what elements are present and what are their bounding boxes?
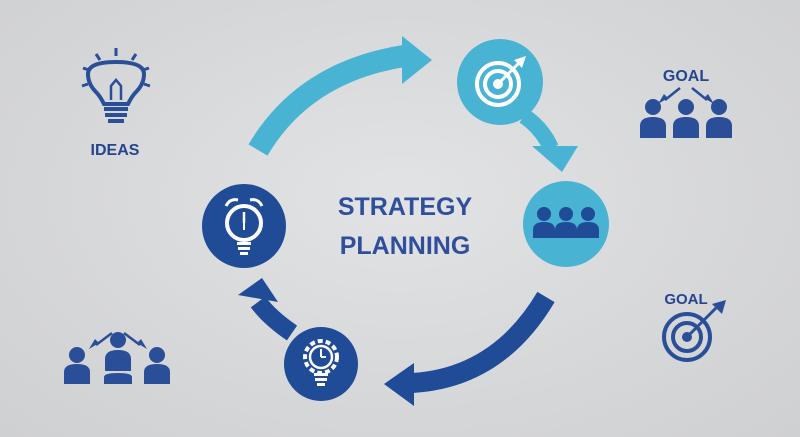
alarm-clock-bulb-icon: [224, 198, 264, 255]
side-goal-top: GOAL: [640, 68, 732, 138]
cycle-node-team: [523, 181, 609, 267]
target-arrow-icon: [662, 300, 726, 362]
side-team-bottom-left: [64, 332, 170, 384]
target-arrow-icon: [475, 56, 526, 107]
team-hierarchy-icon: [64, 332, 170, 384]
cycle-node-alarm-clock: [202, 184, 286, 268]
arrow-bottom-right: [384, 291, 555, 406]
goal-top-label: GOAL: [663, 68, 709, 85]
ideas-label: IDEAS: [91, 142, 140, 159]
arrow-top-right: [519, 109, 578, 172]
goal-bottom-label: GOAL: [664, 291, 707, 308]
arrow-bottom-left: [238, 278, 298, 341]
team-icon: [533, 207, 599, 238]
center-title-line2: PLANNING: [340, 232, 471, 260]
arrow-top-left: [248, 36, 432, 156]
gear-bulb-icon: [303, 339, 339, 386]
team-hierarchy-icon: [640, 87, 732, 138]
side-ideas: IDEAS: [81, 48, 151, 159]
lightbulb-icon: [81, 48, 151, 123]
cycle-node-target: [457, 39, 543, 125]
center-title-line1: STRATEGY: [338, 193, 473, 221]
cycle-node-gear-bulb: [284, 327, 358, 401]
side-goal-bottom: GOAL: [662, 291, 726, 362]
